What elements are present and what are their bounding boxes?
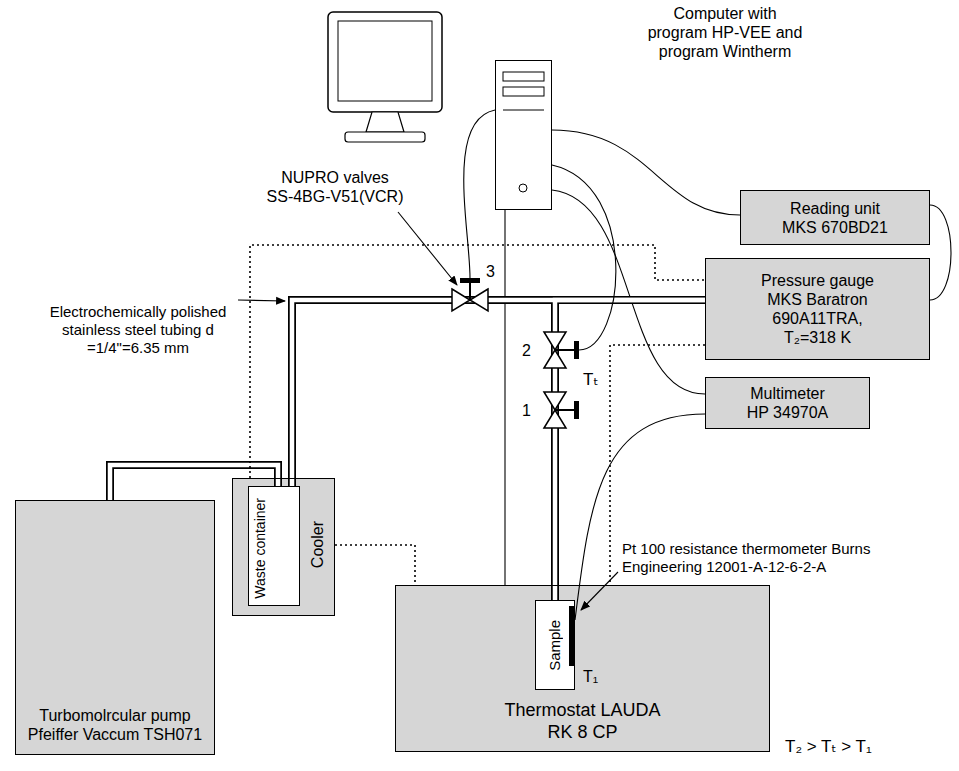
node-fill [248, 486, 300, 606]
valve-stem [555, 349, 575, 351]
node-fill [705, 377, 870, 429]
turbomolecular-pump-box: Turbomolrcular pump Pfeiffer Vaccum TSH0… [15, 500, 215, 755]
drive-slot [503, 72, 544, 81]
signal-wire [575, 414, 705, 620]
valve-stem [555, 409, 575, 411]
monitor-screen [338, 21, 432, 101]
dotted-heating-line [250, 245, 705, 478]
thermometer-callout: Pt 100 resistance thermometer Burns Engi… [622, 540, 871, 576]
node-label: Multimeter HP 34970A [746, 384, 829, 422]
valve-stem [469, 282, 471, 300]
node-label: Computer with program HP-VEE and program… [647, 4, 803, 61]
temperature-relation: T₂ > Tₜ > T₁ [785, 737, 872, 757]
valve-number: 2 [522, 341, 531, 360]
valve-handle [574, 401, 579, 419]
computer-tower: Computer with program HP-VEE and program… [495, 60, 552, 210]
tower-line [503, 110, 544, 111]
node-label: Reading unit MKS 670BD21 [782, 199, 889, 237]
valve-number: 1 [522, 401, 531, 420]
drive-slot [503, 87, 544, 96]
valve-handle [460, 278, 480, 283]
tube-core [110, 465, 278, 500]
node-label: Turbomolrcular pump Pfeiffer Vaccum TSH0… [27, 706, 203, 744]
leader-arrow [238, 300, 285, 301]
valve-callout: NUPRO valves SS-4BG-V51(VCR) [266, 168, 404, 206]
signal-wire [552, 190, 705, 394]
node-fill [395, 585, 770, 752]
node-label: Pressure gauge MKS Baratron 690A11TRA, T… [761, 271, 875, 347]
valve-number: 3 [486, 262, 495, 281]
node-fill [535, 600, 575, 690]
vacuum-tube [110, 465, 278, 500]
temperature-symbol: Tₜ [583, 370, 598, 390]
connectors [110, 130, 951, 620]
temperature-symbol: T₁ [583, 667, 598, 686]
valve-wire [464, 110, 495, 278]
pressure-gauge-box: Pressure gauge MKS Baratron 690A11TRA, T… [705, 258, 930, 360]
leader-arrow [581, 572, 618, 610]
valve-handle [574, 341, 579, 359]
monitor-base [345, 132, 425, 142]
dotted-heating-line [335, 545, 415, 585]
power-button [519, 184, 527, 192]
sample-cell: Sample [535, 600, 575, 690]
vacuum-tube [292, 300, 705, 486]
node-fill [15, 500, 215, 755]
leader-arrow [398, 212, 457, 285]
tube-core [292, 300, 705, 486]
node-fill [232, 478, 335, 616]
multimeter-box: Multimeter HP 34970A [705, 377, 870, 429]
tube-cores [110, 300, 705, 600]
monitor-stand [366, 112, 404, 132]
waste-container: Waste container [248, 486, 300, 606]
node-label: Thermostat LAUDA RK 8 CP [497, 699, 668, 743]
signal-wire [504, 210, 505, 585]
node-label: Waste container [252, 498, 269, 599]
signal-wire [930, 205, 951, 300]
tubing-callout: Electrochemically polished stainless ste… [46, 303, 231, 357]
node-label: Cooler [308, 521, 327, 568]
node-fill [740, 190, 930, 245]
thermostat-box: Thermostat LAUDA RK 8 CP Sample [395, 585, 770, 752]
monitor-frame [328, 12, 442, 112]
reading-unit-box: Reading unit MKS 670BD21 [740, 190, 930, 245]
node-label: Sample [546, 620, 564, 671]
node-fill [495, 60, 552, 210]
cooler-box: Cooler Waste container [232, 478, 335, 616]
valve-wire [552, 165, 616, 350]
node-fill [705, 258, 930, 360]
